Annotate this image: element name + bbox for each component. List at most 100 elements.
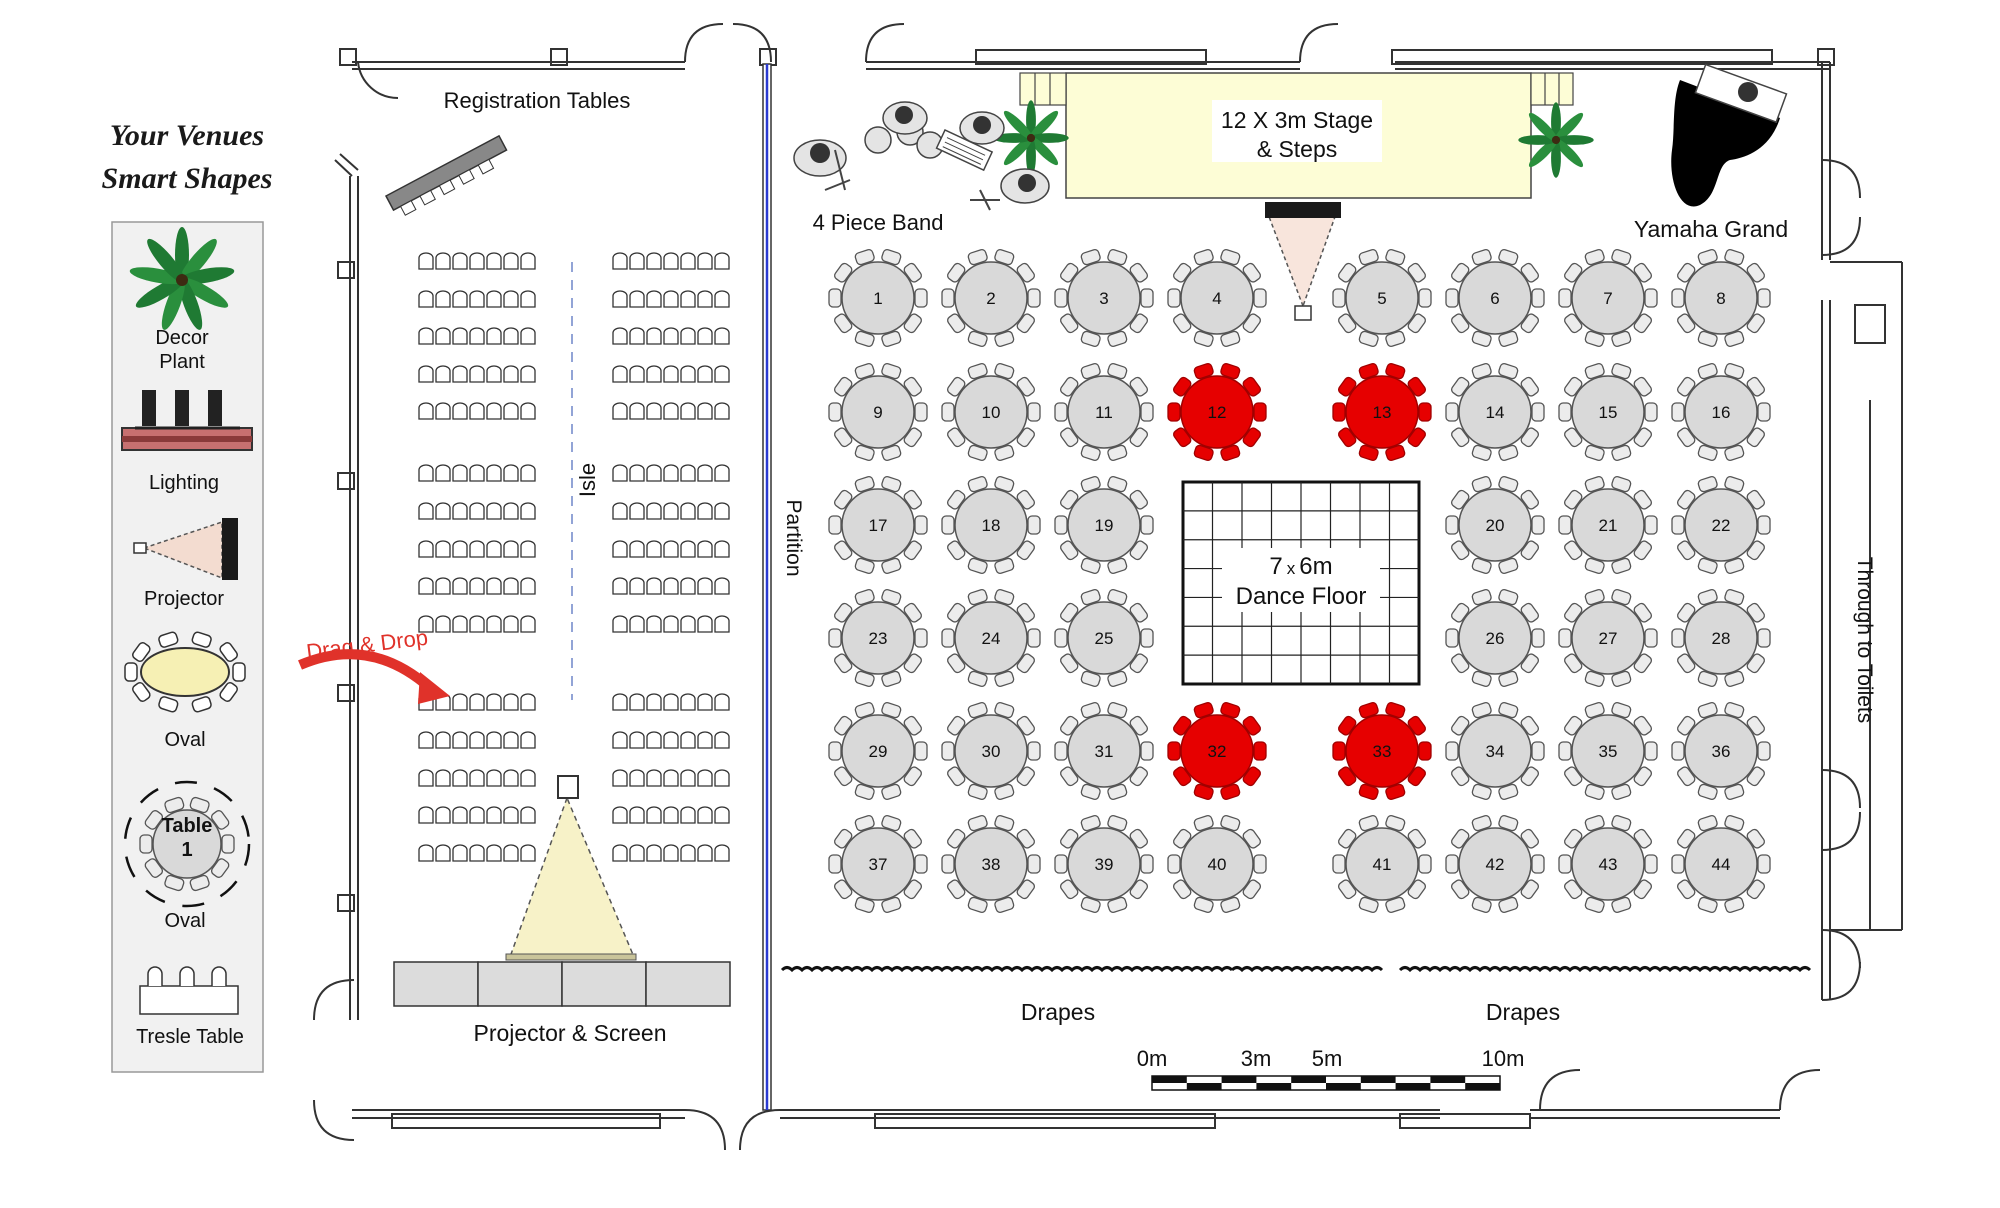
- theatre-chair[interactable]: [663, 464, 679, 482]
- round-table-17[interactable]: 17: [828, 476, 928, 575]
- theatre-chair[interactable]: [612, 769, 628, 787]
- theatre-chair[interactable]: [503, 502, 519, 520]
- round-table-7[interactable]: 7: [1558, 249, 1658, 348]
- theatre-chair[interactable]: [452, 540, 468, 558]
- theatre-chair[interactable]: [697, 540, 713, 558]
- theatre-chair[interactable]: [418, 540, 434, 558]
- theatre-chair[interactable]: [452, 577, 468, 595]
- theatre-chair[interactable]: [680, 540, 696, 558]
- theatre-chair[interactable]: [469, 806, 485, 824]
- theatre-chair[interactable]: [714, 327, 730, 345]
- theatre-chair[interactable]: [629, 844, 645, 862]
- theatre-chair[interactable]: [418, 844, 434, 862]
- theatre-chair[interactable]: [469, 502, 485, 520]
- theatre-chair[interactable]: [714, 252, 730, 270]
- round-table-23[interactable]: 23: [828, 589, 928, 688]
- round-table-28[interactable]: 28: [1671, 589, 1771, 688]
- palette-item-oval[interactable]: Oval: [124, 631, 246, 751]
- theatre-chair[interactable]: [486, 327, 502, 345]
- theatre-chair[interactable]: [714, 502, 730, 520]
- theatre-chair[interactable]: [680, 327, 696, 345]
- theatre-chair[interactable]: [680, 577, 696, 595]
- theatre-chair[interactable]: [486, 806, 502, 824]
- theatre-chair[interactable]: [714, 464, 730, 482]
- round-table-18[interactable]: 18: [941, 476, 1041, 575]
- theatre-chair[interactable]: [697, 464, 713, 482]
- round-table-12[interactable]: 12: [1167, 363, 1267, 462]
- theatre-chair[interactable]: [418, 806, 434, 824]
- theatre-chair[interactable]: [714, 577, 730, 595]
- theatre-chair[interactable]: [435, 464, 451, 482]
- theatre-chair[interactable]: [714, 806, 730, 824]
- round-table-19[interactable]: 19: [1054, 476, 1154, 575]
- theatre-chair[interactable]: [503, 365, 519, 383]
- theatre-chair[interactable]: [452, 402, 468, 420]
- theatre-chair[interactable]: [697, 252, 713, 270]
- round-table-22[interactable]: 22: [1671, 476, 1771, 575]
- round-table-24[interactable]: 24: [941, 589, 1041, 688]
- theatre-chair[interactable]: [520, 252, 536, 270]
- theatre-chair[interactable]: [629, 693, 645, 711]
- theatre-chair[interactable]: [612, 844, 628, 862]
- round-table-1[interactable]: 1: [828, 249, 928, 348]
- theatre-chair[interactable]: [612, 252, 628, 270]
- theatre-chair[interactable]: [469, 540, 485, 558]
- theatre-chair[interactable]: [612, 290, 628, 308]
- theatre-chair[interactable]: [503, 252, 519, 270]
- round-table-16[interactable]: 16: [1671, 363, 1771, 462]
- round-table-42[interactable]: 42: [1445, 815, 1545, 914]
- theatre-chair[interactable]: [418, 577, 434, 595]
- round-table-36[interactable]: 36: [1671, 702, 1771, 801]
- round-table-15[interactable]: 15: [1558, 363, 1658, 462]
- theatre-chair[interactable]: [435, 769, 451, 787]
- round-table-4[interactable]: 4: [1167, 249, 1267, 348]
- theatre-chair[interactable]: [520, 464, 536, 482]
- theatre-chair[interactable]: [418, 290, 434, 308]
- theatre-chair[interactable]: [663, 252, 679, 270]
- theatre-chair[interactable]: [680, 844, 696, 862]
- theatre-chair[interactable]: [697, 693, 713, 711]
- theatre-chair[interactable]: [714, 693, 730, 711]
- theatre-chair[interactable]: [680, 365, 696, 383]
- theatre-chair[interactable]: [663, 290, 679, 308]
- round-table-14[interactable]: 14: [1445, 363, 1545, 462]
- theatre-chair[interactable]: [680, 464, 696, 482]
- theatre-chair[interactable]: [503, 402, 519, 420]
- theatre-chair[interactable]: [697, 290, 713, 308]
- theatre-chair[interactable]: [469, 693, 485, 711]
- theatre-chair[interactable]: [680, 402, 696, 420]
- theatre-chair[interactable]: [629, 769, 645, 787]
- theatre-chair[interactable]: [486, 464, 502, 482]
- theatre-chair[interactable]: [714, 365, 730, 383]
- theatre-chair[interactable]: [503, 844, 519, 862]
- theatre-chair[interactable]: [520, 290, 536, 308]
- theatre-chair[interactable]: [646, 577, 662, 595]
- theatre-chair[interactable]: [452, 769, 468, 787]
- theatre-chair[interactable]: [612, 577, 628, 595]
- projector-screen-area[interactable]: Projector & Screen: [393, 775, 731, 1046]
- theatre-chair[interactable]: [435, 615, 451, 633]
- theatre-chair[interactable]: [612, 540, 628, 558]
- theatre-chair[interactable]: [435, 844, 451, 862]
- theatre-chair[interactable]: [680, 252, 696, 270]
- theatre-chair[interactable]: [418, 402, 434, 420]
- round-table-3[interactable]: 3: [1054, 249, 1154, 348]
- round-table-44[interactable]: 44: [1671, 815, 1771, 914]
- theatre-chair[interactable]: [418, 615, 434, 633]
- theatre-chair[interactable]: [435, 327, 451, 345]
- theatre-chair[interactable]: [663, 365, 679, 383]
- theatre-chair[interactable]: [612, 806, 628, 824]
- theatre-chair[interactable]: [714, 402, 730, 420]
- theatre-chair[interactable]: [680, 502, 696, 520]
- round-table-33[interactable]: 33: [1332, 702, 1432, 801]
- theatre-chair[interactable]: [418, 731, 434, 749]
- theatre-chair[interactable]: [629, 615, 645, 633]
- round-table-37[interactable]: 37: [828, 815, 928, 914]
- theatre-chair[interactable]: [629, 577, 645, 595]
- theatre-chair[interactable]: [503, 540, 519, 558]
- theatre-chair[interactable]: [418, 327, 434, 345]
- theatre-chair[interactable]: [452, 365, 468, 383]
- theatre-chair[interactable]: [714, 844, 730, 862]
- theatre-chair[interactable]: [503, 731, 519, 749]
- theatre-chair[interactable]: [435, 540, 451, 558]
